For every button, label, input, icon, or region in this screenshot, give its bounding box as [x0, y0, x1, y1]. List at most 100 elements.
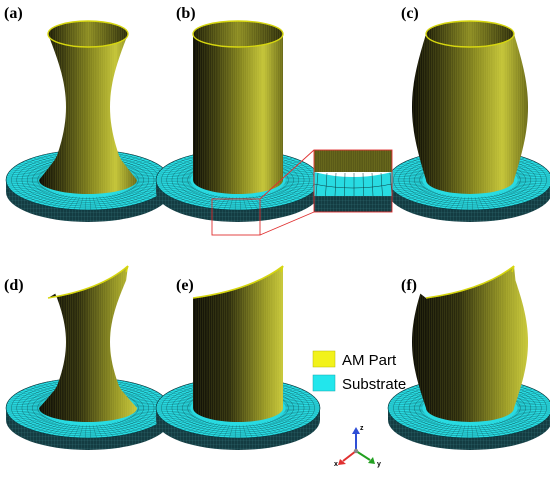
substrate-spoke [171, 190, 200, 198]
substrate-spoke [165, 165, 197, 173]
substrate-spoke [397, 165, 429, 173]
substrate-spoke [283, 412, 317, 417]
substrate-spoke [517, 182, 550, 185]
y-axis-arrowhead [368, 457, 375, 464]
substrate-spoke [261, 422, 280, 435]
substrate-spoke [515, 171, 549, 176]
substrate-spoke [21, 418, 50, 426]
substrate-spoke [511, 165, 543, 173]
substrate-spoke [13, 395, 45, 402]
substrate-spoke [42, 194, 62, 206]
substrate-spoke [516, 183, 550, 187]
substrate-spoke [6, 409, 41, 411]
substrate-spoke [6, 182, 41, 185]
substrate-spoke [33, 192, 57, 203]
substrate-spoke [407, 419, 434, 428]
substrate-spoke [168, 163, 198, 171]
substrate-spoke [10, 413, 44, 419]
substrate-spoke [25, 191, 52, 200]
substrate-spoke [490, 195, 507, 208]
substrate-spoke [511, 415, 543, 423]
substrate-spoke [281, 414, 313, 421]
substrate-spoke [276, 418, 305, 426]
substrate-spoke [487, 424, 501, 436]
substrate-spoke [196, 422, 215, 435]
substrate-spoke [514, 169, 548, 175]
substrate-spoke [79, 425, 84, 438]
substrate-spoke [255, 424, 269, 436]
substrate-spoke [278, 417, 308, 425]
substrate-spoke [499, 421, 521, 432]
substrate-spoke [252, 196, 264, 209]
substrate-spoke [207, 424, 221, 436]
substrate-spoke [285, 182, 320, 185]
substrate-spoke [51, 195, 68, 208]
substrate-spoke [511, 393, 543, 401]
substrate-spoke [461, 197, 466, 210]
substrate-spoke [114, 422, 134, 434]
substrate-spoke [9, 184, 43, 189]
panel-label-f: (f) [401, 277, 417, 294]
legend-label-substrate: Substrate [342, 376, 406, 393]
substrate-spoke [388, 181, 423, 183]
substrate-spoke [156, 409, 191, 411]
substrate-spoke [129, 415, 161, 423]
substrate-spoke [516, 411, 550, 415]
substrate-spoke [388, 410, 423, 413]
substrate-spoke [28, 158, 54, 169]
zoom-view-mesh-line [334, 172, 337, 197]
substrate-spoke [157, 183, 192, 187]
zoom-view-part-mesh [314, 150, 392, 172]
substrate-spoke [281, 186, 313, 193]
substrate-spoke [471, 197, 474, 210]
substrate-spoke [46, 422, 65, 435]
substrate-spoke [37, 193, 59, 204]
am-part-shell [412, 20, 528, 194]
substrate-spoke [129, 393, 161, 401]
substrate-spoke [478, 425, 485, 438]
substrate-spoke [397, 415, 429, 423]
part-mesh [39, 34, 137, 194]
substrate-spoke [481, 424, 490, 438]
substrate-spoke [124, 388, 151, 397]
x-axis-arrowhead [338, 459, 346, 465]
substrate-spoke [424, 194, 444, 206]
substrate-spoke [157, 401, 192, 405]
substrate-spoke [274, 419, 301, 428]
substrate-spoke [504, 191, 530, 202]
substrate-spoke [6, 403, 41, 406]
substrate-spoke [201, 423, 218, 436]
substrate-spoke [504, 419, 530, 430]
substrate-spoke [7, 183, 42, 187]
substrate-spoke [517, 177, 550, 179]
substrate-spoke [7, 173, 42, 177]
substrate-spoke [128, 417, 158, 425]
substrate-spoke [510, 417, 540, 425]
zoom-view-frame [313, 149, 393, 213]
substrate-spoke [249, 424, 258, 438]
substrate-spoke [264, 422, 284, 434]
substrate-spoke [279, 393, 311, 401]
substrate-spoke [389, 411, 424, 415]
substrate-spoke [159, 412, 193, 417]
substrate-spoke [92, 425, 97, 438]
substrate-spoke [108, 195, 125, 208]
axes-origin [353, 448, 359, 454]
substrate-spoke [517, 403, 550, 406]
panel-label-a: (a) [4, 5, 23, 22]
substrate-spoke [392, 185, 426, 191]
substrate-spoke [156, 410, 191, 413]
substrate-spoke [165, 187, 197, 195]
substrate-spoke [89, 425, 92, 438]
part-top-rim [425, 265, 515, 299]
substrate-spoke [122, 191, 148, 202]
substrate-spoke [285, 403, 320, 406]
substrate-spoke [46, 194, 65, 207]
substrate-spoke [388, 182, 423, 185]
substrate-spoke [276, 190, 305, 198]
substrate-spoke [281, 395, 313, 402]
substrate-spoke [513, 414, 545, 421]
zoom-view-mesh-line [362, 172, 364, 197]
substrate-spoke [159, 399, 193, 404]
